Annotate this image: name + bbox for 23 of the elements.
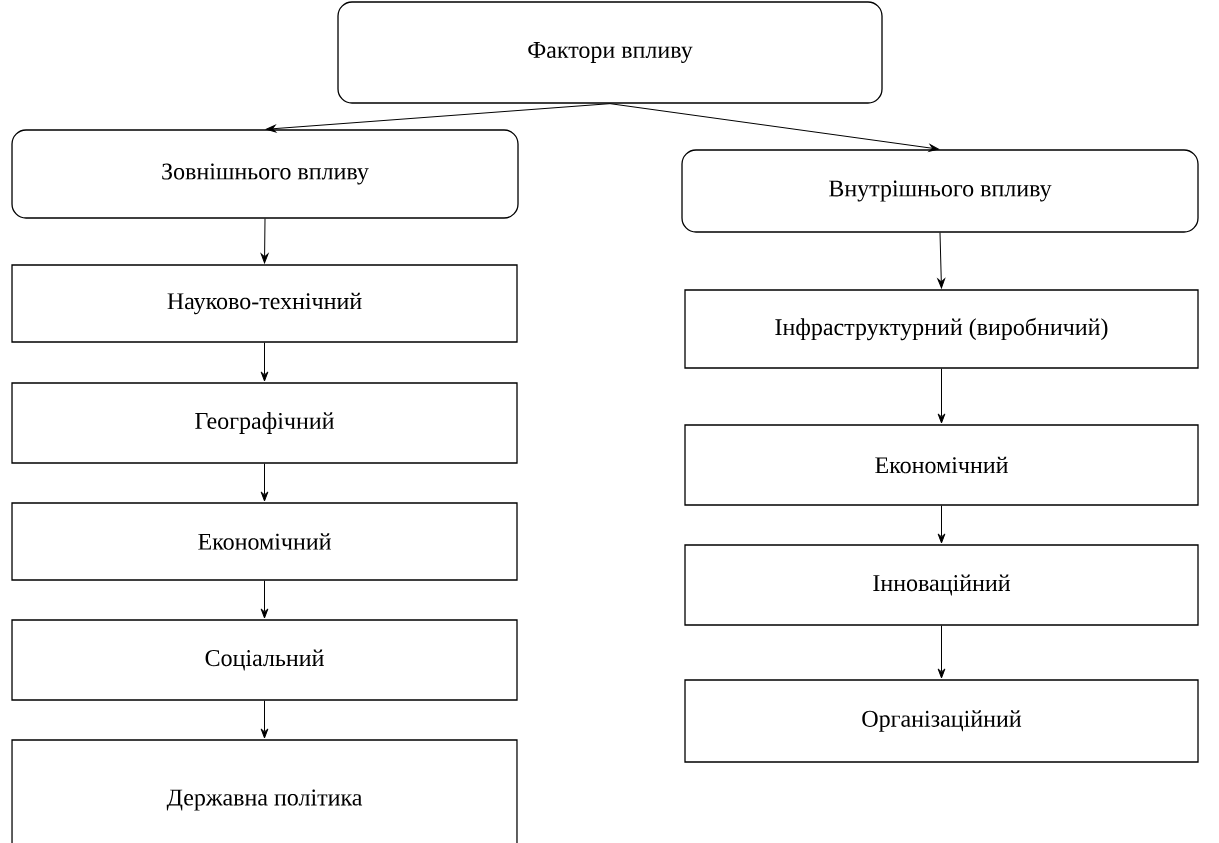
process-box: Науково-технічний	[11, 264, 518, 343]
arrow	[937, 505, 946, 544]
rounded-box: Фактори впливу	[337, 1, 883, 104]
arrow	[937, 625, 946, 679]
rounded-box: Внутрішнього впливу	[681, 149, 1199, 233]
process-box: Державна політика	[11, 739, 518, 843]
arrow	[260, 463, 269, 502]
process-box: Економічний	[11, 502, 518, 581]
process-box: Інноваційний	[684, 544, 1199, 626]
arrow	[609, 103, 940, 152]
process-box: Організаційний	[684, 679, 1199, 763]
rounded-box: Зовнішнього впливу	[11, 129, 519, 219]
arrow	[260, 218, 269, 264]
arrow	[260, 700, 269, 739]
process-box: Соціальний	[11, 619, 518, 701]
arrow	[937, 232, 946, 289]
arrow	[937, 368, 946, 424]
arrow	[260, 580, 269, 619]
process-box: Інфраструктурний (виробничий)	[684, 289, 1199, 369]
process-box: Географічний	[11, 382, 518, 464]
process-box: Економічний	[684, 424, 1199, 506]
arrow	[265, 103, 611, 133]
arrow	[260, 342, 269, 382]
